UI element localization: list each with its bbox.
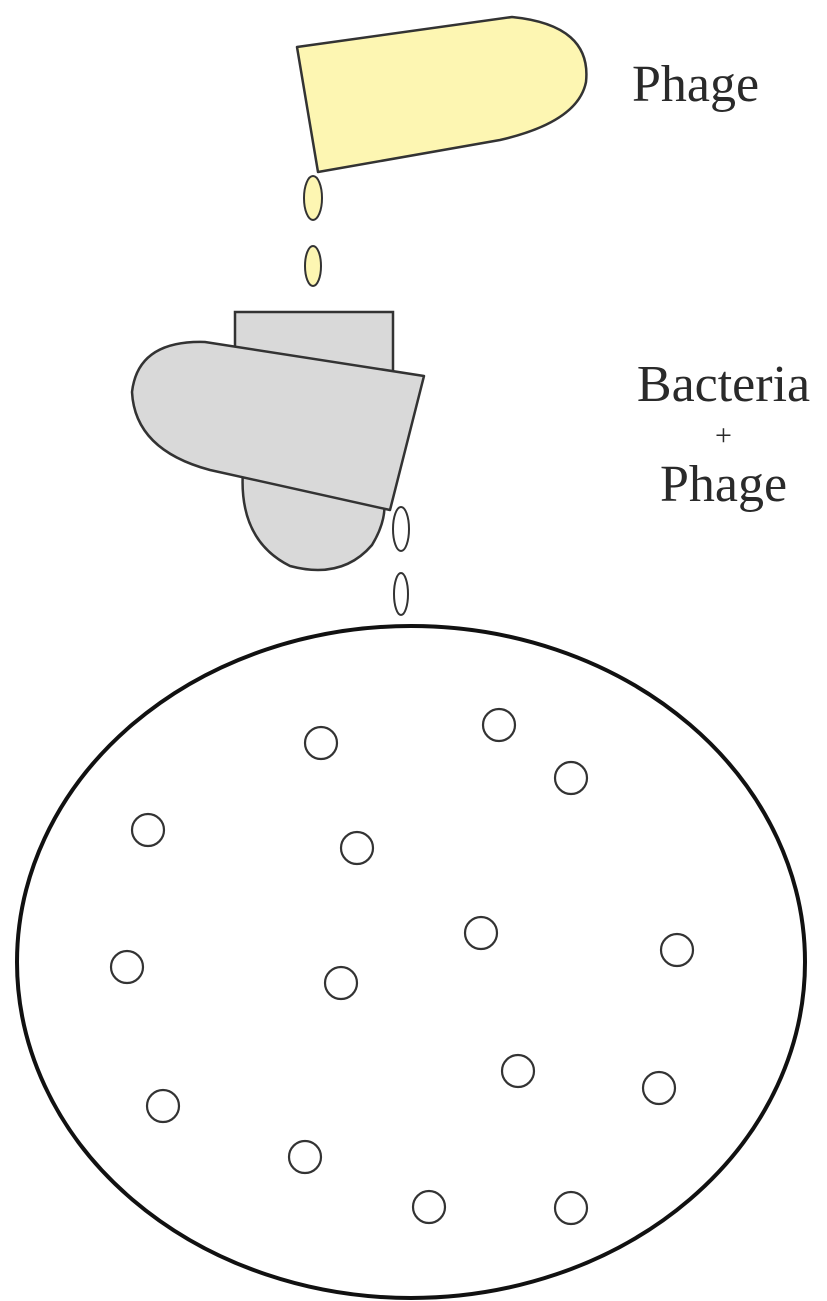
plaque — [483, 709, 515, 741]
plaque — [555, 762, 587, 794]
phage-label: Phage — [632, 55, 812, 114]
phage-drop — [304, 176, 322, 220]
plaque — [413, 1191, 445, 1223]
plaque — [111, 951, 143, 983]
plus-sign: + — [616, 422, 827, 450]
plaque — [661, 934, 693, 966]
phage-label-second: Phage — [616, 452, 827, 518]
plaque — [289, 1141, 321, 1173]
phage-tube — [297, 17, 586, 172]
mixture-drop — [394, 573, 408, 615]
plaque — [643, 1072, 675, 1104]
plaque — [502, 1055, 534, 1087]
plaque — [325, 967, 357, 999]
plaque — [341, 832, 373, 864]
plaque — [147, 1090, 179, 1122]
plaque — [465, 917, 497, 949]
bacteria-label: Bacteria — [616, 352, 827, 418]
bacteria-phage-label: Bacteria + Phage — [616, 352, 827, 518]
plaque — [305, 727, 337, 759]
phage-drop — [305, 246, 321, 286]
plaque — [132, 814, 164, 846]
mixture-drop — [393, 507, 409, 551]
plaque — [555, 1192, 587, 1224]
